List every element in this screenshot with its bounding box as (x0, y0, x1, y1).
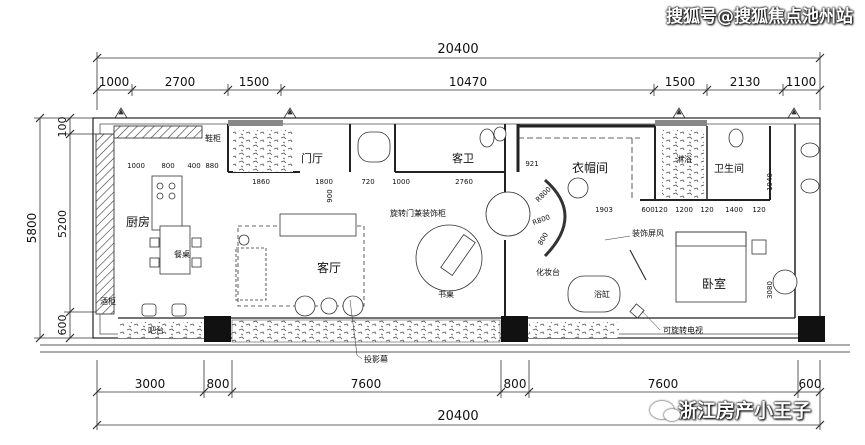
label-cabinet: 酒柜 (100, 296, 116, 306)
svg-text:900: 900 (326, 189, 334, 202)
leader-lines (349, 235, 661, 360)
svg-text:600: 600 (799, 377, 822, 391)
door-frames (228, 120, 707, 126)
room-closet: 衣帽间 (572, 160, 608, 175)
bed (675, 231, 747, 303)
columns (204, 316, 825, 342)
svg-text:1000: 1000 (127, 162, 145, 170)
lounge-chair (235, 247, 267, 301)
svg-text:1500: 1500 (239, 75, 270, 89)
svg-text:1100: 1100 (786, 75, 817, 89)
svg-text:100: 100 (56, 117, 69, 138)
svg-text:1200: 1200 (675, 206, 693, 214)
bedroom-planter (529, 322, 619, 338)
svg-text:3000: 3000 (135, 377, 166, 391)
furniture (141, 126, 820, 319)
svg-text:600: 600 (56, 315, 69, 336)
svg-text:1860: 1860 (252, 178, 270, 186)
svg-text:10470: 10470 (449, 75, 487, 89)
room-labels: 门厅 客卫 衣帽间 淋浴 卫生间 厨房 餐桌 客厅 卧室 书桌 浴缸 鞋柜 吧台… (100, 133, 744, 364)
guest-tub (357, 131, 391, 163)
svg-text:7600: 7600 (648, 377, 679, 391)
label-shoe: 鞋柜 (205, 133, 221, 143)
label-bar: 吧台 (148, 325, 164, 335)
svg-text:5200: 5200 (56, 210, 69, 238)
dining-table (159, 225, 191, 275)
svg-text:3080: 3080 (766, 281, 774, 299)
watermark-bottom-text: 浙江房产小王子 (678, 400, 812, 422)
total-bottom-dim: 20400 (437, 409, 478, 424)
svg-text:1800: 1800 (315, 178, 333, 186)
svg-text:R800: R800 (534, 185, 553, 204)
level-markers (114, 107, 801, 119)
wechat-icon (650, 400, 680, 421)
label-screen: 装饰屏风 (632, 228, 664, 238)
shower-floor (662, 130, 704, 198)
svg-text:2700: 2700 (165, 75, 196, 89)
room-guest-bath: 客卫 (452, 151, 474, 165)
svg-text:1940: 1940 (766, 173, 774, 191)
dimension-texts: 20400 1000 2700 1500 10470 1500 2130 110… (25, 42, 821, 424)
label-vanity: 化妆台 (536, 267, 560, 277)
svg-text:1000: 1000 (99, 75, 130, 89)
label-study: 书桌 (438, 289, 454, 299)
svg-text:120: 120 (654, 206, 667, 214)
dimension-lines (34, 52, 825, 430)
svg-text:800: 800 (536, 231, 550, 247)
svg-text:880: 880 (205, 162, 218, 170)
room-hallway: 门厅 (301, 151, 323, 165)
svg-text:2760: 2760 (455, 178, 473, 186)
svg-text:7600: 7600 (351, 377, 382, 391)
room-bathroom: 卫生间 (714, 162, 744, 175)
room-bedroom: 卧室 (702, 276, 726, 291)
svg-text:1500: 1500 (665, 75, 696, 89)
svg-text:1000: 1000 (392, 178, 410, 186)
svg-text:1400: 1400 (725, 206, 743, 214)
hallway-floor (233, 130, 293, 172)
svg-text:120: 120 (700, 206, 713, 214)
label-tv: 可旋转电视 (663, 325, 703, 335)
svg-text:5800: 5800 (25, 213, 39, 244)
label-tub: 浴缸 (594, 289, 610, 299)
total-top-dim: 20400 (437, 42, 478, 57)
svg-text:2130: 2130 (730, 75, 761, 89)
living-rug (237, 225, 365, 307)
bathtub (567, 275, 621, 313)
svg-text:1903: 1903 (595, 206, 613, 214)
svg-text:800: 800 (207, 377, 230, 391)
sofa (279, 213, 357, 237)
watermark-top: 搜狐号@搜狐焦点池州站 (666, 7, 853, 27)
svg-text:720: 720 (361, 178, 374, 186)
bar-planter (118, 322, 204, 338)
svg-text:800: 800 (161, 162, 174, 170)
room-dining: 餐桌 (174, 249, 190, 259)
window-planter (231, 319, 501, 343)
kitchen-island (151, 175, 183, 231)
svg-text:921: 921 (525, 160, 538, 168)
svg-text:600: 600 (641, 206, 654, 214)
watermark-bottom: 浙江房产小王子 (650, 396, 811, 423)
svg-text:R800: R800 (531, 213, 551, 227)
label-projector: 投影幕 (364, 354, 388, 364)
svg-text:400: 400 (187, 162, 200, 170)
room-living: 客厅 (317, 260, 341, 275)
room-shower: 淋浴 (676, 154, 692, 164)
label-rotating-door: 旋转门兼装饰柜 (390, 208, 446, 218)
room-kitchen: 厨房 (126, 214, 150, 229)
svg-text:800: 800 (504, 377, 527, 391)
svg-text:120: 120 (752, 206, 765, 214)
